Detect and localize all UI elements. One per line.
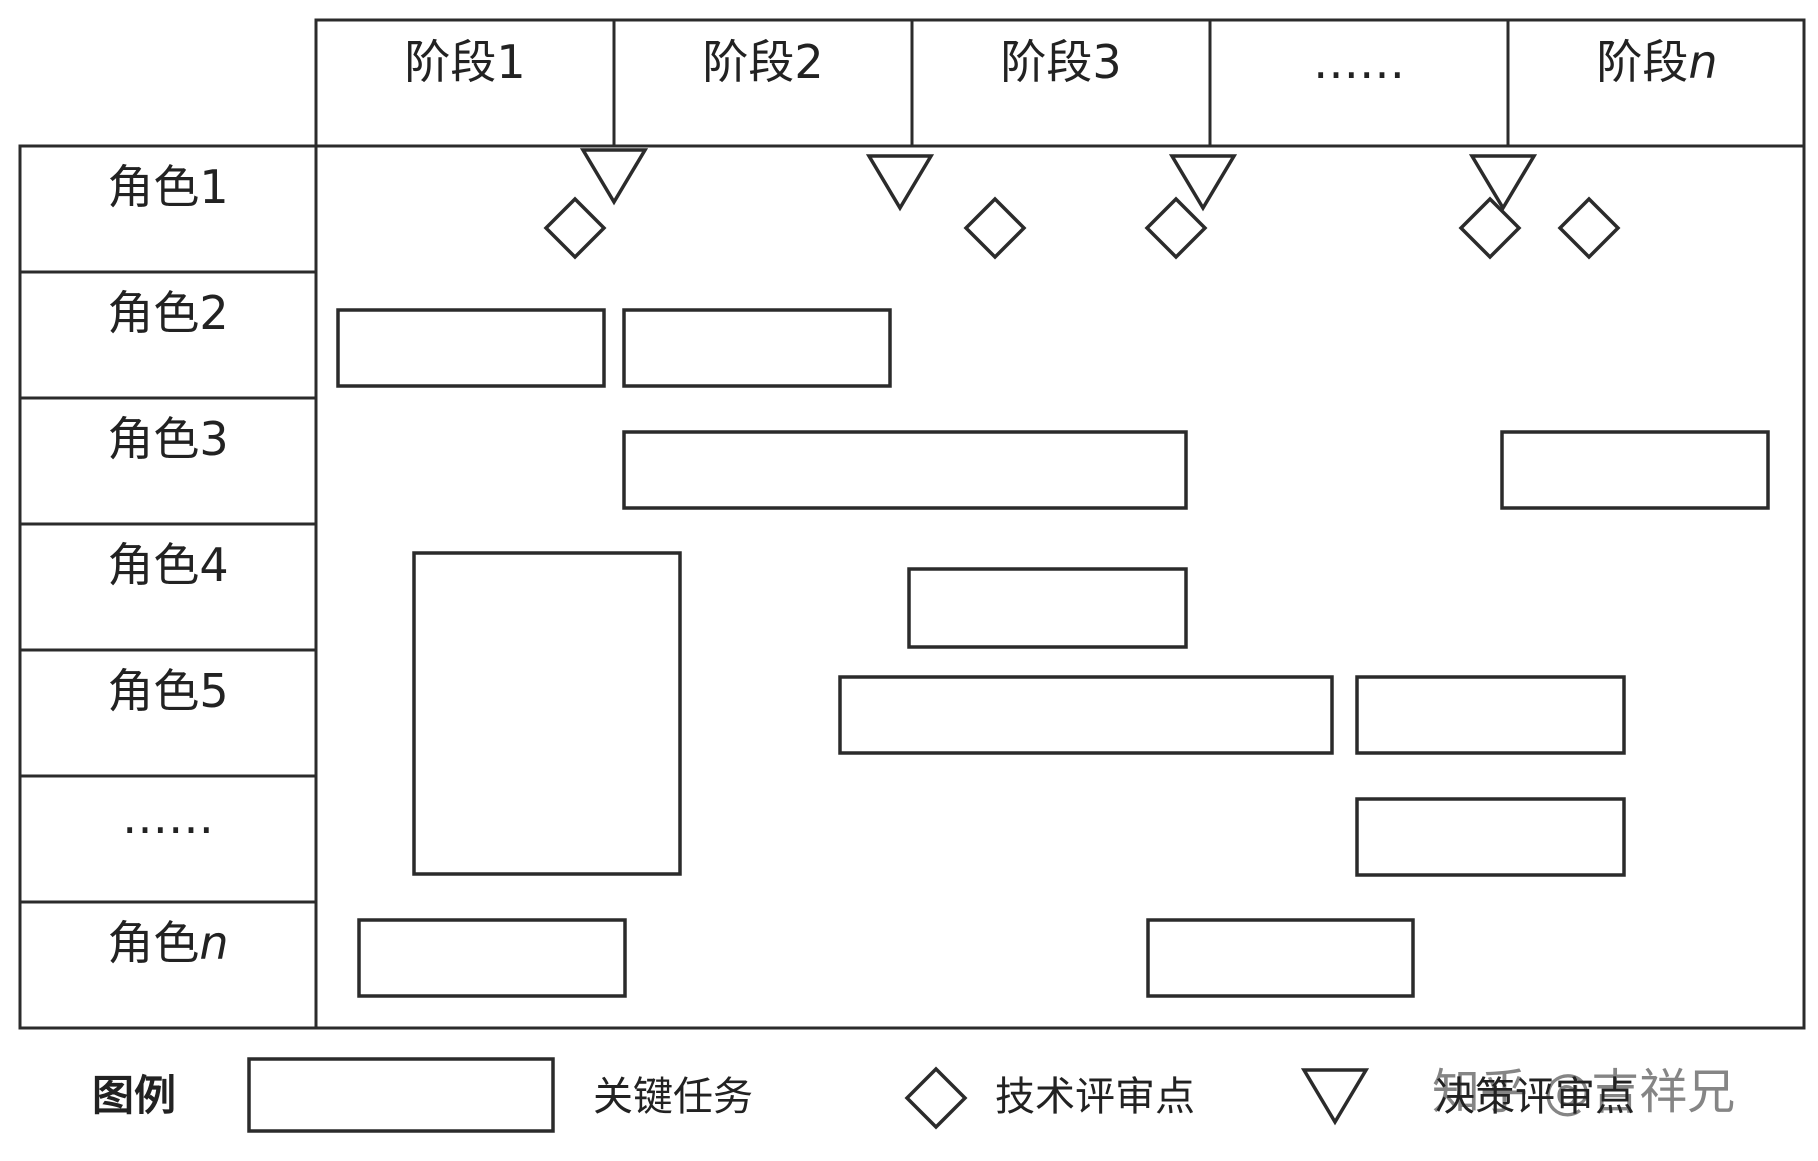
key-task-box — [412, 551, 682, 876]
legend-decision-review-label: 决策评审点 — [1435, 1074, 1635, 1120]
tech-review-diamond-icon — [963, 196, 1027, 260]
decision-review-triangle-icon — [1468, 154, 1538, 212]
decision-review-triangle-icon — [579, 148, 649, 206]
role-grid — [18, 144, 1806, 1030]
decision-review-points — [579, 148, 1538, 212]
phase-label-2: 阶段2 — [702, 35, 823, 89]
phase-label-1: 阶段1 — [404, 35, 525, 89]
key-task-box — [1355, 797, 1626, 877]
legend-tech-review-label: 技术评审点 — [995, 1074, 1195, 1120]
decision-review-triangle-icon — [865, 154, 935, 212]
decision-review-triangle-icon — [1168, 154, 1238, 212]
role-label-2: 角色2 — [107, 286, 228, 340]
technical-review-points — [543, 196, 1621, 260]
phase-label-3: 阶段3 — [1000, 35, 1121, 89]
legend-task-swatch — [247, 1057, 555, 1133]
key-task-box — [336, 308, 606, 388]
role-label-5: 角色5 — [107, 664, 228, 718]
tech-review-diamond-icon — [1458, 196, 1522, 260]
role-labels: 角色1 角色2 角色3 角色4 角色5 …… 角色n — [107, 160, 228, 970]
phase-labels: 阶段1 阶段2 阶段3 …… 阶段n — [404, 35, 1717, 89]
key-task-box — [622, 308, 892, 388]
key-task-box — [1355, 675, 1626, 755]
key-task-box — [357, 918, 627, 998]
key-tasks — [336, 308, 1770, 998]
tech-review-diamond-icon — [1557, 196, 1621, 260]
legend-tech-review-diamond-icon — [904, 1066, 968, 1130]
watermark: 知乎 @吉祥兄 — [1432, 1064, 1735, 1120]
role-label-4: 角色4 — [107, 538, 228, 592]
key-task-box — [838, 675, 1334, 755]
legend-title: 图例 — [92, 1071, 176, 1120]
legend: 图例 关键任务 技术评审点 决策评审点 — [92, 1057, 1635, 1133]
tech-review-diamond-icon — [1144, 196, 1208, 260]
key-task-box — [907, 567, 1188, 649]
legend-decision-review-triangle-icon — [1300, 1068, 1370, 1126]
grid-frame — [18, 144, 1806, 1030]
role-label-1: 角色1 — [107, 160, 228, 214]
role-label-n: 角色n — [107, 916, 228, 970]
phase-label-ellipsis: …… — [1313, 35, 1405, 89]
tech-review-diamond-icon — [543, 196, 607, 260]
role-label-3: 角色3 — [107, 412, 228, 466]
legend-key-task-label: 关键任务 — [593, 1074, 753, 1120]
role-label-ellipsis: …… — [122, 790, 214, 844]
key-task-box — [622, 430, 1188, 510]
phase-label-n: 阶段n — [1596, 35, 1717, 89]
key-task-box — [1146, 918, 1415, 998]
key-task-box — [1500, 430, 1770, 510]
